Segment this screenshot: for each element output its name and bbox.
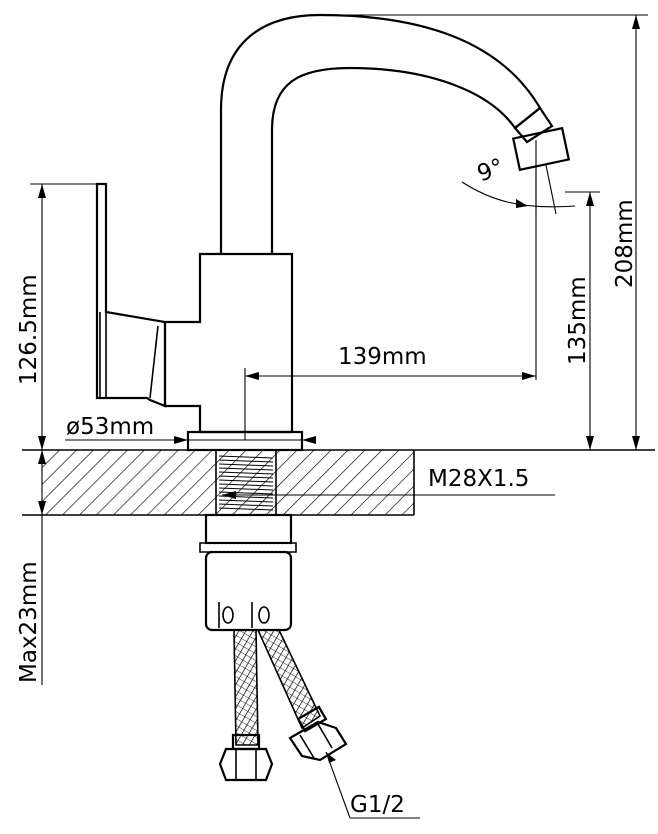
dimension-lines xyxy=(22,14,648,819)
label-max-thickness: Max23mm xyxy=(16,561,42,683)
label-total-height: 208mm xyxy=(612,199,638,288)
countertop-section xyxy=(22,449,655,516)
label-hose-connection: G1/2 xyxy=(350,792,405,818)
hose-nut-right xyxy=(288,705,348,762)
label-base-diameter: ø53mm xyxy=(66,414,154,440)
threaded-shank xyxy=(215,449,277,516)
hose-fitting-markers xyxy=(218,602,270,628)
dimension-labels: 208mm 135mm 126.5mm Max23mm 139mm ø53mm … xyxy=(16,154,638,818)
label-spout-height: 135mm xyxy=(565,276,591,365)
label-spout-angle: 9° xyxy=(474,154,507,187)
label-thread: M28X1.5 xyxy=(428,466,529,492)
mounting-nut xyxy=(199,513,297,632)
handle-lever xyxy=(95,182,167,408)
hose-nut-left xyxy=(218,733,274,782)
aerator xyxy=(511,106,571,172)
label-spout-reach: 139mm xyxy=(338,344,427,370)
faucet-body xyxy=(95,13,571,452)
label-handle-height: 126.5mm xyxy=(16,274,42,385)
